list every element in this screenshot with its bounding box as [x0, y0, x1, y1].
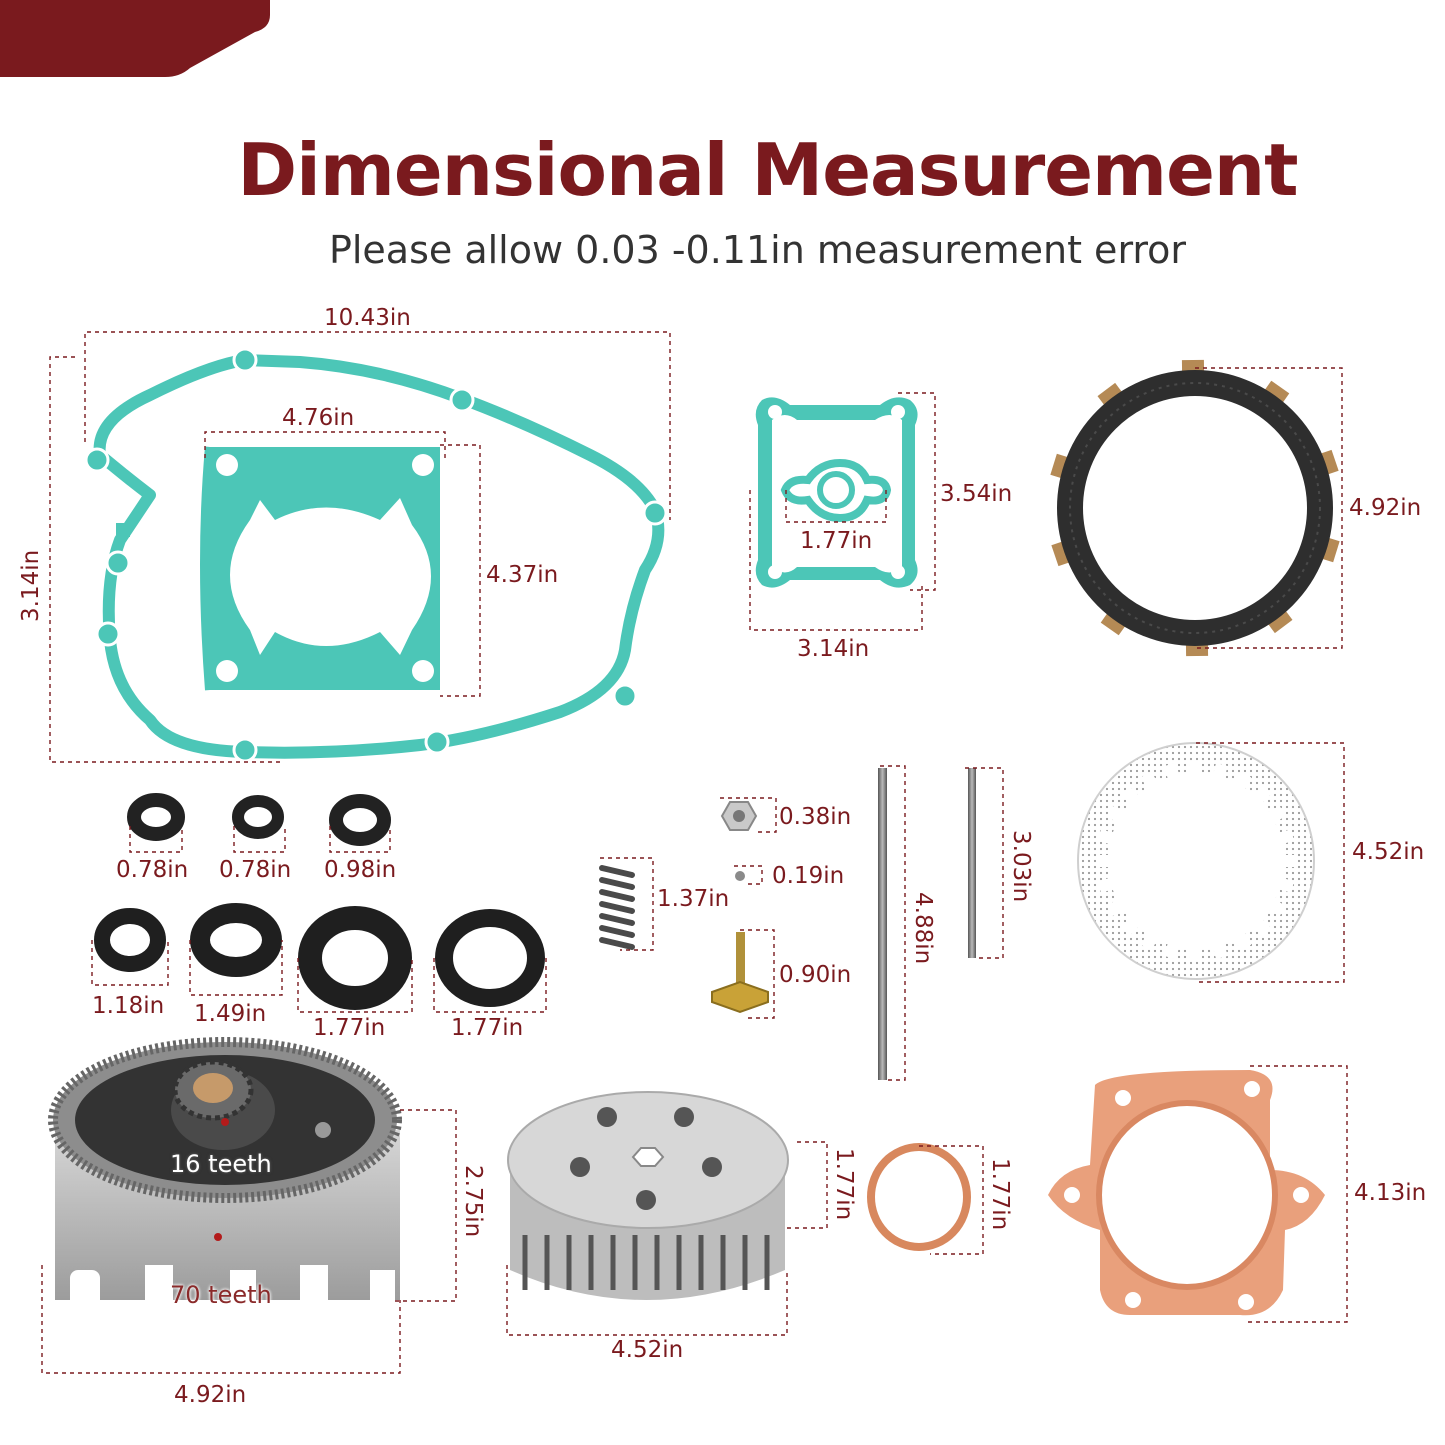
pressure-plate [507, 1091, 789, 1300]
steel-tooth [1280, 855, 1296, 867]
seal-small-2-label: 0.78in [219, 857, 292, 883]
ring-teeth-label: 70 teeth [170, 1281, 272, 1309]
page-subtitle: Please allow 0.03 -0.11in measurement er… [328, 228, 1187, 272]
exhaust-ring [867, 1143, 971, 1251]
page-title: Dimensional Measurement [237, 128, 1298, 212]
clutch-basket [48, 1037, 402, 1365]
steel-tooth [1275, 829, 1295, 846]
seal-large-4-label: 1.77in [451, 1015, 524, 1041]
nut-label: 0.38in [779, 804, 852, 830]
oil-seals-large [94, 903, 545, 1010]
steel-tooth [1275, 876, 1295, 893]
steel-tooth [1121, 916, 1141, 936]
reed-gasket-width-label: 3.14in [797, 636, 870, 662]
steel-tooth [1164, 940, 1181, 960]
friction-tab [1265, 607, 1293, 634]
pressure-plate-height-label: 1.77in [831, 1148, 857, 1221]
head-gasket-label: 4.13in [1354, 1180, 1427, 1206]
ball-label: 0.19in [772, 863, 845, 889]
steel-tooth [1251, 786, 1271, 806]
pinion-teeth-label: 16 teeth [170, 1150, 272, 1178]
steel-tooth [1211, 762, 1228, 782]
basket-height-label: 2.75in [460, 1165, 486, 1238]
steel-tooth [1265, 805, 1286, 825]
seal-large-2-label: 1.49in [194, 1001, 267, 1027]
reed-gasket-inner-label: 1.77in [800, 528, 873, 554]
steel-tooth [1106, 805, 1127, 825]
nut [720, 801, 758, 831]
crankcase-gasket [84, 347, 668, 763]
steel-tooth [1140, 930, 1160, 951]
exhaust-ring-label: 1.77in [987, 1158, 1013, 1231]
push-rod-long [878, 768, 887, 1080]
crankcase-height-label: 3.14in [18, 549, 44, 622]
oil-seals-small [127, 793, 391, 846]
base-gasket-width-label: 4.76in [282, 405, 355, 431]
reed-gasket-height-label: 3.54in [940, 481, 1013, 507]
seal-small-1-label: 0.78in [116, 857, 189, 883]
seal-large-1-label: 1.18in [92, 993, 165, 1019]
steel-tooth [1140, 771, 1160, 792]
cylinder-base-gasket [200, 446, 440, 691]
seal-small-3-label: 0.98in [324, 857, 397, 883]
crankcase-width-label: 10.43in [324, 305, 411, 331]
basket-width-label: 4.92in [174, 1382, 247, 1408]
corner-tab [0, 0, 270, 77]
friction-plate-label: 4.92in [1349, 495, 1422, 521]
base-gasket-height-label: 4.37in [486, 562, 559, 588]
steel-tooth [1121, 786, 1141, 806]
friction-tab [1100, 609, 1128, 636]
push-rod-short [968, 768, 976, 958]
friction-plate [1050, 359, 1340, 657]
steel-tooth [1211, 940, 1228, 960]
push-rod-short-label: 3.03in [1008, 830, 1034, 903]
friction-tab [1097, 382, 1125, 409]
ball [735, 871, 745, 881]
push-rod-long-label: 4.88in [910, 892, 936, 965]
spring [599, 865, 635, 950]
steel-tooth [1097, 829, 1117, 846]
pressure-plate-width-label: 4.52in [611, 1337, 684, 1363]
bolt-label: 0.90in [779, 962, 852, 988]
bolt [711, 932, 769, 1014]
reed-valve-gasket [755, 397, 918, 588]
steel-plate [1077, 742, 1315, 980]
steel-tooth [1106, 897, 1127, 917]
spring-label: 1.37in [657, 886, 730, 912]
steel-tooth [1190, 761, 1202, 777]
steel-tooth [1096, 855, 1112, 867]
steel-tooth [1232, 930, 1252, 951]
steel-tooth [1097, 876, 1117, 893]
seal-large-3-label: 1.77in [313, 1015, 386, 1041]
steel-tooth [1190, 945, 1202, 961]
steel-tooth [1164, 762, 1181, 782]
steel-plate-label: 4.52in [1352, 839, 1425, 865]
steel-tooth [1232, 771, 1252, 792]
steel-tooth [1251, 916, 1271, 936]
dimension-lines [41, 331, 1348, 1374]
head-gasket [1048, 1070, 1325, 1316]
steel-tooth [1265, 897, 1286, 917]
friction-tab [1262, 380, 1290, 407]
